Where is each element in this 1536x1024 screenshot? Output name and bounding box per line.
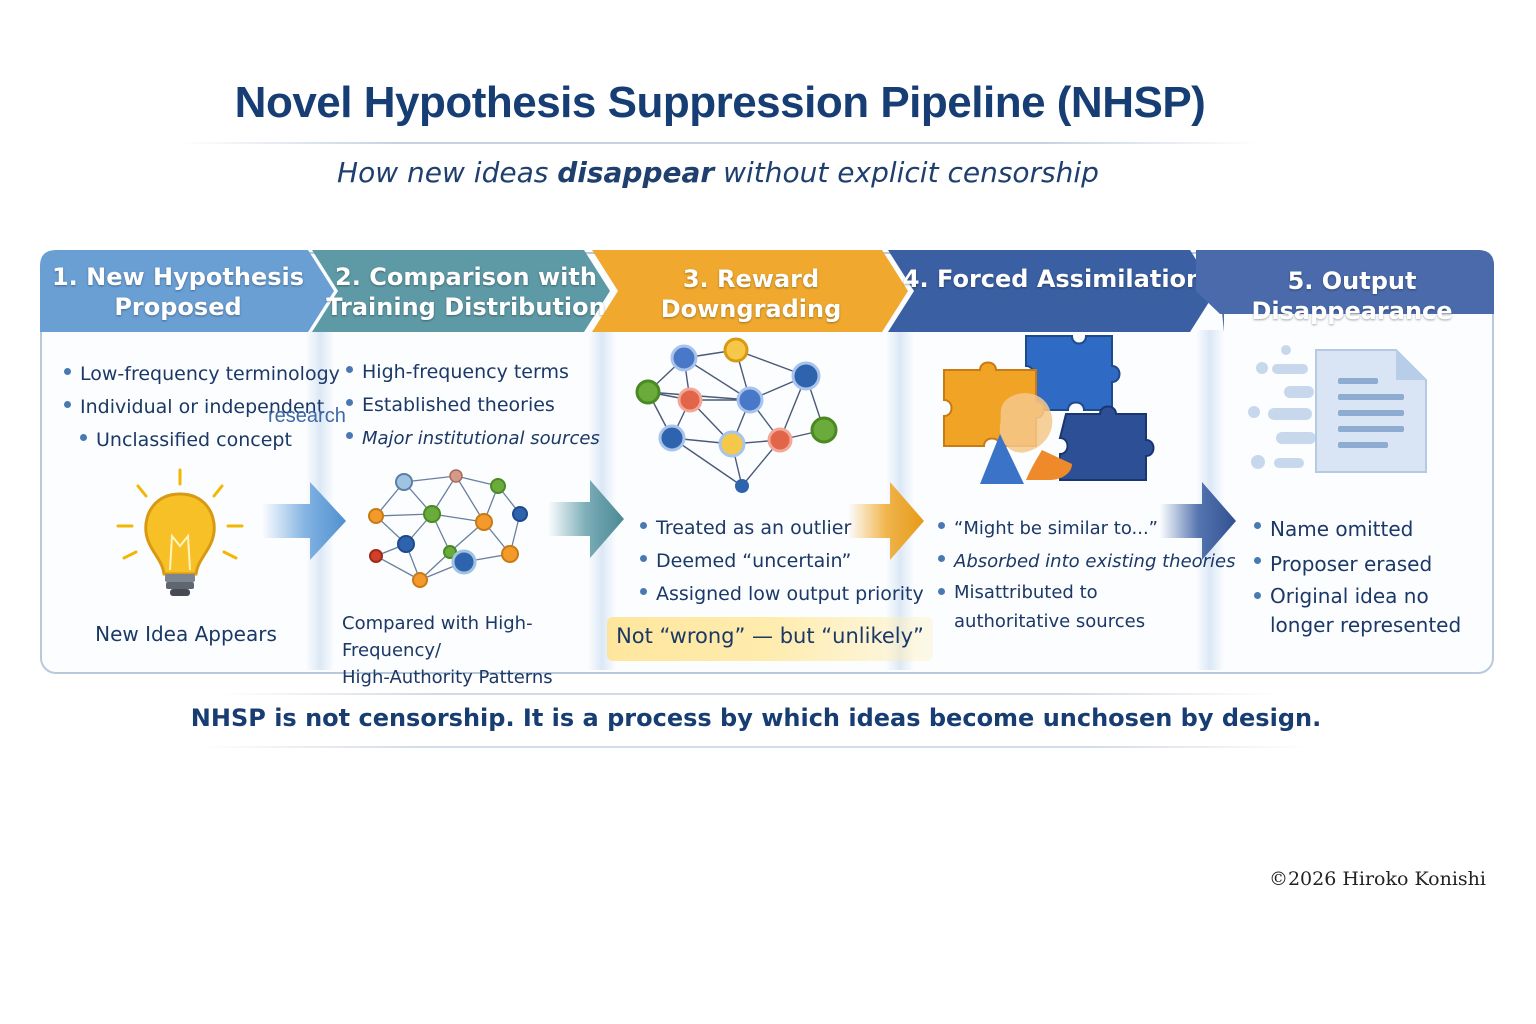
bullet-item: Assigned low output priority — [640, 578, 924, 611]
flow-arrow-icon — [1160, 482, 1236, 560]
page-subtitle: How new ideas disappear without explicit… — [337, 156, 1099, 189]
network-graph-icon — [368, 469, 528, 588]
step-2-caption: Compared with High-Frequency/High-Author… — [342, 613, 553, 688]
copyright-notice: ©2026 Hiroko Konishi — [1268, 868, 1486, 890]
bullet-item: Major institutional sources — [346, 422, 600, 455]
bullet-item: Individual or independent — [64, 391, 340, 424]
bullet-item: Proposer erased — [1254, 547, 1490, 582]
flow-arrow-icon — [262, 482, 346, 560]
flow-arrow-icon — [548, 480, 624, 558]
step-3-header: 3. Reward Downgrading — [592, 250, 910, 332]
page-title: Novel Hypothesis Suppression Pipeline (N… — [234, 78, 1206, 127]
bullet-item: Absorbed into existing theories — [938, 545, 1236, 578]
step-3-bullets: Treated as an outlier Deemed “uncertain”… — [640, 512, 924, 611]
bullet-item: “Might be similar to...” — [938, 512, 1236, 545]
footer-divider — [200, 746, 1310, 748]
bullet-item: Low-frequency terminology — [64, 358, 340, 391]
stray-label: research — [268, 405, 346, 427]
step-5-header: 5. Output Disappearance — [1196, 250, 1494, 332]
bullet-item: Original idea no longer represented — [1254, 582, 1490, 640]
footer-statement: NHSP is not censorship. It is a process … — [190, 704, 1322, 732]
lightbulb-icon — [116, 468, 244, 596]
fading-document-icon — [1248, 345, 1427, 473]
highlight-box — [607, 617, 933, 661]
step-1-bullets: Low-frequency terminology Individual or … — [64, 358, 340, 457]
highlight-text: Not “wrong” — but “unlikely” — [616, 624, 924, 648]
step-4-header: 4. Forced Assimilation — [888, 250, 1218, 332]
footer-divider — [220, 693, 1280, 695]
bullet-item: Unclassified concept — [80, 424, 340, 457]
flow-arrow-icon — [848, 482, 924, 560]
title-divider — [180, 142, 1260, 144]
bullet-item: Misattributed to authoritative sources — [938, 578, 1204, 636]
puzzle-pieces-icon — [943, 335, 1155, 484]
bullet-item: High-frequency terms — [346, 356, 600, 389]
bullet-item: Established theories — [346, 389, 600, 422]
step-1-caption: New Idea Appears — [95, 622, 277, 646]
step-4-bullets: “Might be similar to...” Absorbed into e… — [938, 512, 1236, 636]
node-network-icon — [635, 337, 838, 493]
step-2-bullets: High-frequency terms Established theorie… — [346, 356, 600, 455]
bullet-item: Deemed “uncertain” — [640, 545, 924, 578]
bullet-item: Treated as an outlier — [640, 512, 924, 545]
bullet-item: Name omitted — [1254, 512, 1490, 547]
step-5-bullets: Name omitted Proposer erased Original id… — [1254, 512, 1490, 640]
